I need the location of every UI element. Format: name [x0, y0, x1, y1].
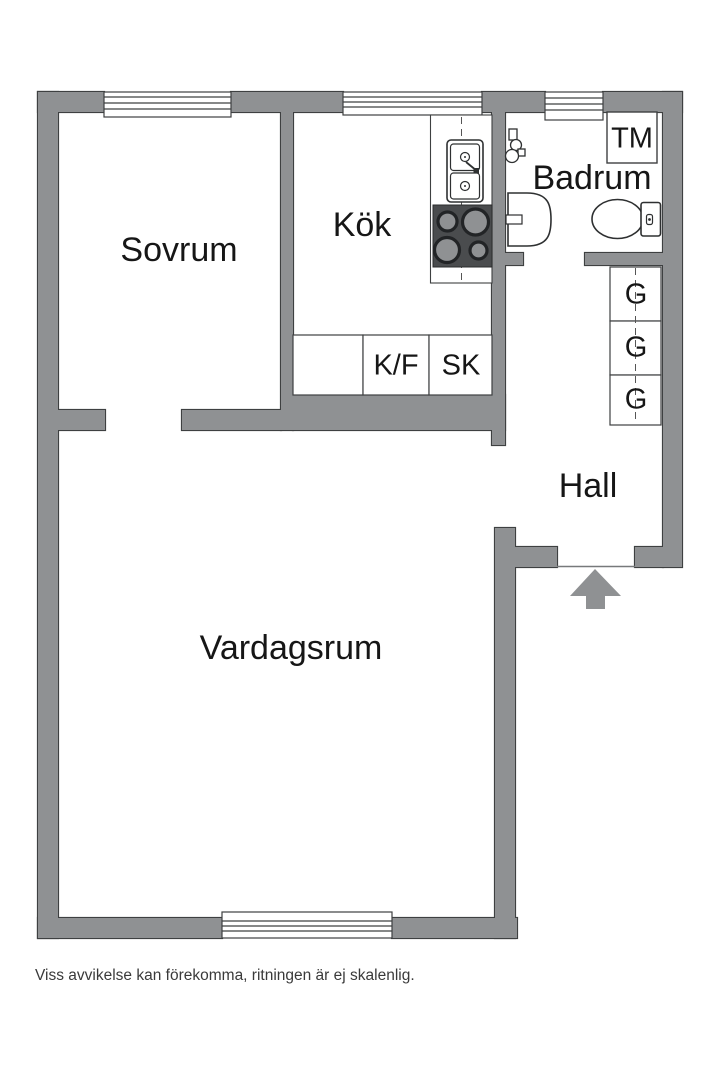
window-vardagsrum: [221, 911, 393, 939]
label-hall: Hall: [558, 467, 618, 505]
sink-icon: [446, 139, 484, 203]
window-sovrum: [103, 91, 232, 118]
stove-icon: [432, 204, 493, 268]
toilet-icon: [591, 198, 662, 240]
faucet-icon: [504, 128, 526, 164]
entry-arrow-icon: [570, 569, 621, 609]
label-vardagsrum: Vardagsrum: [199, 629, 383, 667]
label-g3: G: [624, 383, 648, 416]
washbasin-icon: [505, 192, 552, 247]
label-kf: K/F: [373, 349, 419, 382]
label-kok: Kök: [332, 206, 392, 244]
kitchen-cabinets: [292, 334, 493, 396]
footer-disclaimer: Viss avvikelse kan förekomma, ritningen …: [35, 967, 415, 984]
label-g2: G: [624, 331, 648, 364]
label-g1: G: [624, 278, 648, 311]
window-kok: [342, 91, 483, 116]
label-badrum: Badrum: [532, 159, 652, 197]
washing-machine-box: [606, 111, 658, 164]
hall-wardrobes: [609, 266, 662, 426]
window-badrum: [544, 91, 604, 121]
label-sovrum: Sovrum: [120, 231, 238, 269]
label-sk: SK: [441, 349, 481, 382]
label-tm: TM: [611, 122, 653, 155]
